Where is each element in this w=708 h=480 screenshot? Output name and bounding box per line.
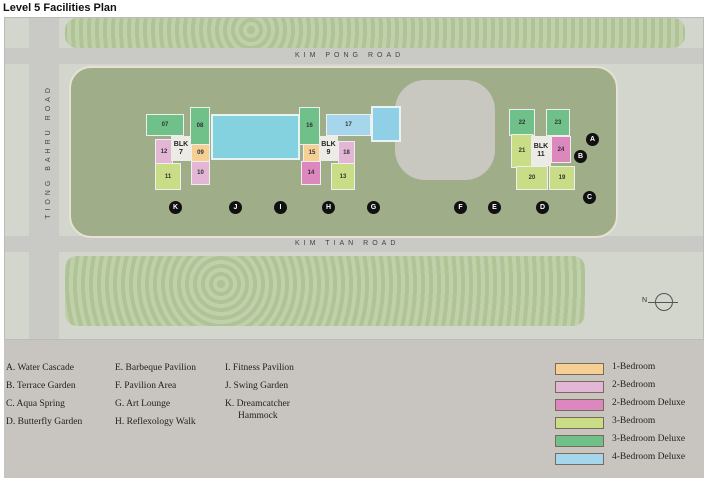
facility-b: B. Terrace Garden [6, 381, 76, 391]
compass-north-label: N [642, 297, 648, 304]
unit-21[interactable]: 21 [511, 134, 533, 168]
facility-list-col-1: A. Water Cascade B. Terrace Garden C. Aq… [6, 362, 82, 434]
unit-23[interactable]: 23 [546, 109, 570, 136]
facility-k: K. Dreamcatcher [225, 399, 290, 409]
block-label: BLK [533, 143, 549, 150]
water-feature [371, 106, 401, 142]
marker-d-butterfly-garden[interactable]: D [536, 201, 549, 214]
marker-k-dreamcatcher-hammock[interactable]: K [169, 201, 182, 214]
facility-h: H. Reflexology Walk [115, 417, 196, 427]
facility-list-col-3: I. Fitness Pavilion J. Swing Garden K. D… [225, 362, 294, 428]
legend-label-3-bedroom: 3-Bedroom [612, 416, 656, 426]
central-plaza [395, 80, 495, 180]
road-label-kim-tian: KIM TIAN ROAD [295, 240, 400, 247]
block-number: 11 [537, 151, 545, 158]
legend-swatch-2-bedroom [555, 381, 604, 393]
facility-i: I. Fitness Pavilion [225, 363, 294, 373]
marker-g-art-lounge[interactable]: G [367, 201, 380, 214]
unit-16[interactable]: 16 [299, 107, 320, 145]
marker-c-aqua-spring[interactable]: C [583, 191, 596, 204]
facility-f: F. Pavilion Area [115, 381, 177, 391]
unit-08[interactable]: 08 [190, 107, 210, 145]
legend-swatch-3-bedroom-deluxe [555, 435, 604, 447]
marker-e-barbeque-pavilion[interactable]: E [488, 201, 501, 214]
legend-swatch-2-bedroom-deluxe [555, 399, 604, 411]
unit-07[interactable]: 07 [146, 114, 184, 136]
unit-13[interactable]: 13 [331, 163, 355, 190]
kim-tian-road [5, 236, 703, 252]
road-label-kim-pong: KIM PONG ROAD [295, 52, 405, 59]
legend-label-2-bedroom: 2-Bedroom [612, 380, 656, 390]
block-label: BLK [321, 140, 336, 148]
block-number: 9 [326, 148, 331, 156]
tree-area-north [65, 18, 685, 48]
north-compass-icon: N [642, 293, 678, 311]
marker-h-reflexology-walk[interactable]: H [322, 201, 335, 214]
site-plan-map: KIM PONG ROAD KIM TIAN ROAD TIONG BAHRU … [4, 17, 704, 340]
facility-list-col-2: E. Barbeque Pavilion F. Pavilion Area G.… [115, 362, 196, 434]
facility-k-continued: Hammock [238, 411, 278, 421]
marker-a-water-cascade[interactable]: A [586, 133, 599, 146]
swimming-pool [211, 114, 300, 160]
facility-d: D. Butterfly Garden [6, 417, 83, 427]
legend-label-4-bedroom-deluxe: 4-Bedroom Deluxe [612, 452, 686, 462]
legend-swatch-1-bedroom [555, 363, 604, 375]
marker-f-pavilion-area[interactable]: F [454, 201, 467, 214]
unit-19[interactable]: 19 [549, 166, 575, 190]
tree-area-south [65, 256, 585, 326]
unit-24[interactable]: 24 [551, 136, 571, 163]
road-label-tiong-bahru: TIONG BAHRU ROAD [44, 84, 52, 219]
tiong-bahru-road [29, 18, 59, 339]
unit-10[interactable]: 10 [191, 161, 210, 185]
facility-a: A. Water Cascade [6, 363, 74, 373]
facility-e: E. Barbeque Pavilion [115, 363, 196, 373]
unit-14[interactable]: 14 [301, 161, 321, 185]
unit-20[interactable]: 20 [516, 166, 548, 190]
legend-panel: A. Water Cascade B. Terrace Garden C. Aq… [4, 340, 704, 478]
block-label: BLK [173, 140, 189, 148]
unit-09[interactable]: 09 [191, 144, 210, 162]
unit-22[interactable]: 22 [509, 109, 535, 136]
facility-g: G. Art Lounge [115, 399, 171, 409]
legend-swatch-4-bedroom-deluxe [555, 453, 604, 465]
unit-11[interactable]: 11 [155, 163, 181, 190]
legend-label-1-bedroom: 1-Bedroom [612, 362, 656, 372]
marker-b-terrace-garden[interactable]: B [574, 150, 587, 163]
page-title: Level 5 Facilities Plan [3, 2, 117, 14]
unit-17[interactable]: 17 [326, 114, 371, 136]
unit-18[interactable]: 18 [338, 141, 355, 165]
facility-c: C. Aqua Spring [6, 399, 65, 409]
marker-j-swing-garden[interactable]: J [229, 201, 242, 214]
legend-label-2-bedroom-deluxe: 2-Bedroom Deluxe [612, 398, 686, 408]
marker-i-fitness-pavilion[interactable]: I [274, 201, 287, 214]
legend-swatch-3-bedroom [555, 417, 604, 429]
block-number: 7 [179, 148, 183, 156]
kim-pong-road [5, 48, 703, 64]
facility-j: J. Swing Garden [225, 381, 289, 391]
legend-label-3-bedroom-deluxe: 3-Bedroom Deluxe [612, 434, 686, 444]
